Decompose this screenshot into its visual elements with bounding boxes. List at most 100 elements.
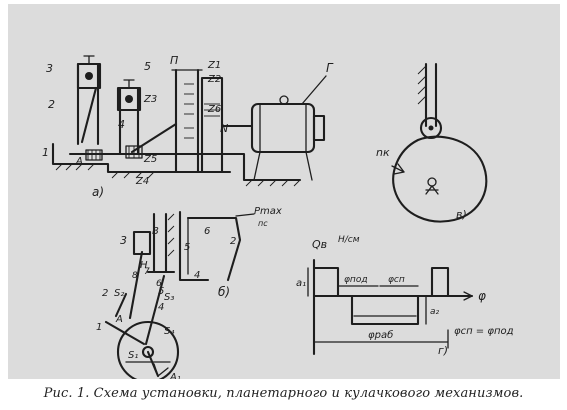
cam-view xyxy=(391,62,488,223)
label-b-letter-h: H xyxy=(140,260,148,271)
speed-arrowhead xyxy=(393,163,405,175)
label-part-3: 3 xyxy=(46,62,53,75)
cam-roller xyxy=(419,116,443,140)
label-d-a1: a₁ xyxy=(296,278,306,289)
label-d-unit: Н/см xyxy=(338,235,360,245)
labels-view-c: nк в) xyxy=(376,146,467,221)
label-d-qv: Qв xyxy=(312,238,327,251)
slider-b xyxy=(132,230,152,256)
label-b-s1: S₁ xyxy=(128,350,138,361)
rod-s2 xyxy=(114,292,128,318)
label-b-2-curve: 2 xyxy=(230,236,236,247)
timing-diagram xyxy=(307,258,474,356)
cam-profile xyxy=(392,135,488,223)
label-part-p: П xyxy=(170,54,178,67)
label-part-2: 2 xyxy=(48,98,55,111)
motor-endcap xyxy=(312,114,326,142)
label-part-n: N xyxy=(220,122,228,135)
label-b-a1: A₁ xyxy=(169,372,181,379)
label-b-7: 6 xyxy=(156,279,162,289)
dim-phi-rab-total xyxy=(313,329,449,349)
label-d-a2: a₂ xyxy=(430,307,440,317)
guide-hatching xyxy=(167,213,175,257)
crank-center xyxy=(141,345,155,359)
label-d-phi: φ xyxy=(478,289,486,303)
label-b-9: 8 xyxy=(132,271,138,281)
labels-view-b: 3 B H 7 8 6 5 2 S₂ S₃ 4 S₄ 1 A S₁ A₁ 5 6… xyxy=(96,206,282,379)
base-hatching xyxy=(55,163,301,187)
label-b-5: 5 xyxy=(158,286,164,297)
motor-g xyxy=(250,102,316,154)
top-mark-3 xyxy=(83,55,95,65)
label-gear-z1: Z1 xyxy=(207,60,221,71)
timing-x-arrow xyxy=(463,291,473,301)
label-b-letter-b: B xyxy=(152,226,159,237)
label-b-2: 2 xyxy=(102,288,108,299)
label-view-d: г) xyxy=(438,344,448,357)
label-view-b: б) xyxy=(218,285,230,299)
label-b-5-curve: 5 xyxy=(184,242,190,253)
label-b-3: 3 xyxy=(120,234,127,247)
label-c-speed: nк xyxy=(376,146,390,159)
label-b-4: 4 xyxy=(158,302,164,313)
base-plate xyxy=(51,142,232,174)
label-b-1: 1 xyxy=(96,322,102,333)
motor-feet xyxy=(253,151,313,181)
cam-center xyxy=(427,177,437,187)
label-part-1: 1 xyxy=(42,146,49,159)
cam-follower-rod xyxy=(424,62,438,128)
arrow-a1 xyxy=(153,363,169,377)
cam-support xyxy=(425,185,439,195)
post-5 xyxy=(118,86,140,156)
speed-arrow xyxy=(391,165,405,173)
label-b-8: 7 xyxy=(144,267,150,277)
label-d-phi-rab: φраб xyxy=(368,329,393,341)
gear-z1 xyxy=(85,149,103,161)
motor-base xyxy=(224,152,302,182)
linkage-view xyxy=(104,210,255,379)
label-gear-z3: Z3 xyxy=(143,94,157,105)
scanned-figure: 3 2 1 5 4 П Г А N Z1 Z2 Z3 Z4 Z5 Z6 а) xyxy=(8,4,560,379)
crank-disk xyxy=(116,320,180,379)
force-diagram-axes xyxy=(178,210,210,282)
label-b-s4: S₄ xyxy=(164,326,174,337)
label-part-g: Г xyxy=(326,61,334,75)
planetary-unit-view xyxy=(51,55,327,187)
column-teeth xyxy=(184,83,194,139)
label-gear-z5: Z5 xyxy=(143,154,157,165)
labels-view-a: 3 2 1 5 4 П Г А N Z1 Z2 Z3 Z4 Z5 Z6 а) xyxy=(42,54,334,199)
label-b-pmax-sub: пс xyxy=(258,219,268,228)
column-p xyxy=(174,68,200,174)
label-b-s3: S₃ xyxy=(164,292,174,303)
leader-g xyxy=(301,75,327,105)
follower-hatching xyxy=(417,65,427,105)
mechanism-drawing: 3 2 1 5 4 П Г А N Z1 Z2 Z3 Z4 Z5 Z6 а) xyxy=(42,54,514,379)
rod-s3 xyxy=(128,250,144,320)
pin-3 xyxy=(85,72,93,80)
label-b-s2: S₂ xyxy=(114,288,124,299)
gear-housing xyxy=(200,76,224,174)
label-d-phi-pod: φпод xyxy=(344,275,368,285)
pmax-leader xyxy=(235,213,255,217)
label-view-a: а) xyxy=(92,185,104,199)
label-gear-z6: Z6 xyxy=(207,104,221,115)
label-view-c: в) xyxy=(456,208,467,221)
lever-2 xyxy=(80,86,98,144)
label-gear-z4: Z4 xyxy=(135,176,149,187)
label-d-phi-sp: φсп xyxy=(388,275,405,285)
label-b-6: 6 xyxy=(204,226,210,237)
figure-caption: Рис. 1. Схема установки, планетарного и … xyxy=(43,386,524,401)
label-b-pmax: Pmax xyxy=(254,206,282,217)
label-b-a: A xyxy=(115,314,123,325)
guide-rails xyxy=(152,212,168,274)
timing-curve xyxy=(312,266,450,326)
force-curve xyxy=(186,216,242,282)
motor-lug xyxy=(279,95,289,105)
label-part-a: А xyxy=(75,156,83,167)
labels-view-d: Qв Н/см a₁ a₂ φпод φсп φ φраб φсп = φпод… xyxy=(296,235,514,357)
label-b-3-curve: 4 xyxy=(194,270,200,281)
rod-s4 xyxy=(144,274,166,346)
pin-5 xyxy=(125,95,133,103)
label-part-4: 4 xyxy=(118,118,125,131)
motor-ribs xyxy=(259,103,307,153)
